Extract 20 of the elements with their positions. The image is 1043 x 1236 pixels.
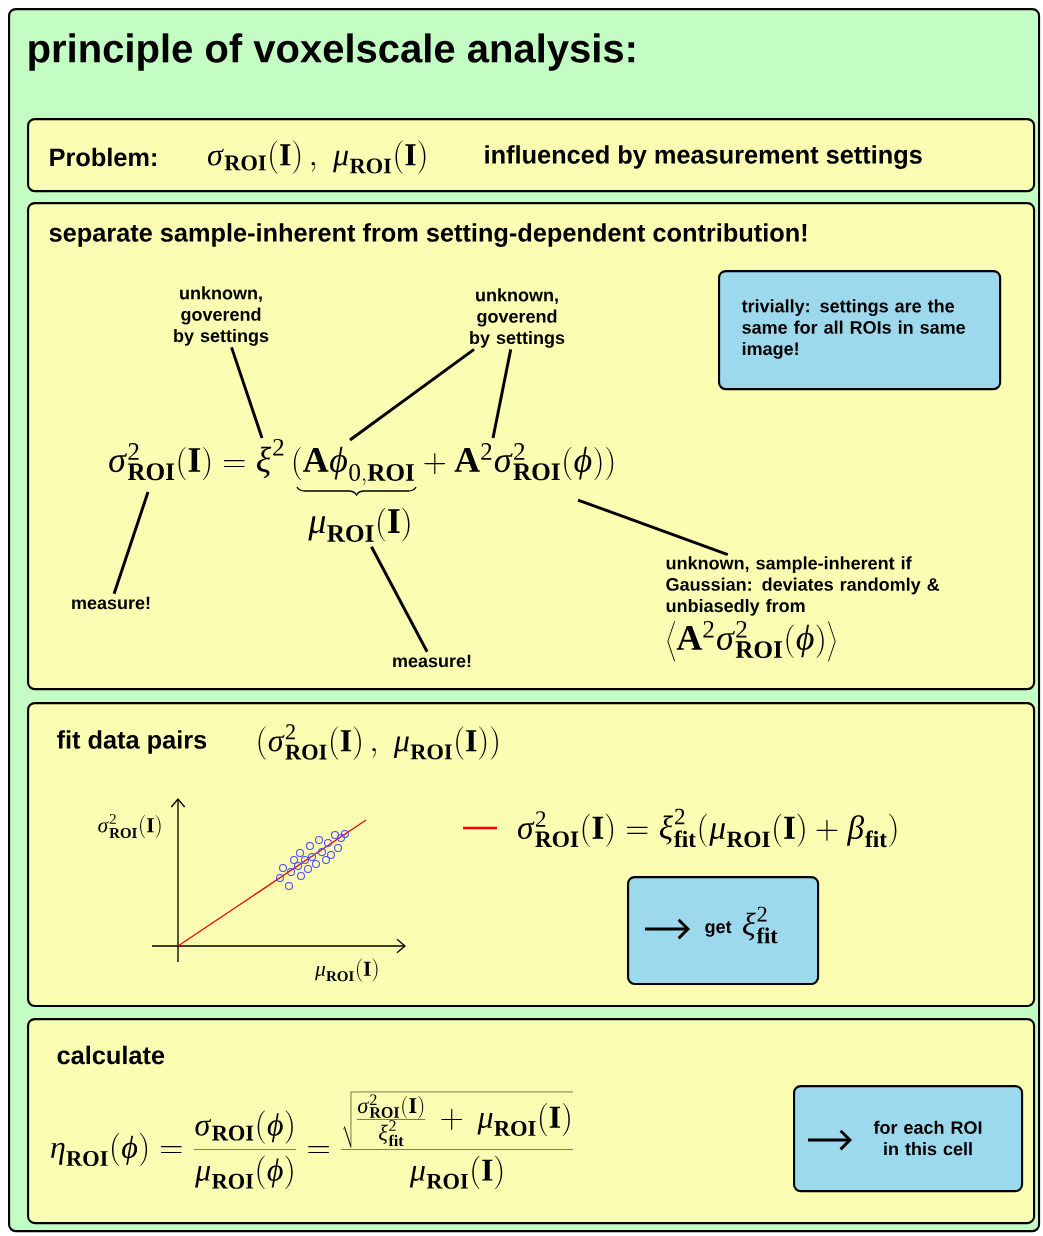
axis-label: $\sigma^2_{\mathbf{ROI}}(\mathbf{I})$ bbox=[98, 813, 161, 839]
result-box: for each ROI in this cell bbox=[793, 1085, 1024, 1193]
annotation-text: unknown, sample-inherent if Gaussian: deviates randomly & unbiasedly from $\left\langle \mathbf{A}^2\sigma^2_{\mathbf{ROI}}(\varphi)\right\rangle$ bbox=[666, 556, 940, 662]
leader-line bbox=[349, 348, 475, 442]
problem-box: Problem: $\sigma_{\mathbf{ROI}}(\mathbf{I})\,,\ \mu_{\mathbf{ROI}}(\mathbf{I})$ influenced by measurement settings bbox=[27, 118, 1036, 193]
legend-text: $\sigma^2_{\mathbf{ROI}}(\mathbf{I}) = \xi^2_{\mathbf{fit}}(\mu_{\mathbf{ROI}}(\mathbf{I}) + \beta_{\mathbf{fit}})$ bbox=[518, 808, 897, 848]
annotation-text: unknown, goverend by settings bbox=[174, 286, 269, 346]
leader-line bbox=[112, 491, 150, 595]
leader-line bbox=[491, 349, 513, 439]
result-box: get $\xi^2_{\mathbf{fit}}$ bbox=[627, 876, 820, 986]
annotation-text: measure! bbox=[72, 596, 150, 610]
equation: $\sigma^2_{\mathbf{ROI}}(\mathbf{I}) = \xi^2\,(\mathbf{A}\varphi_{\mathbf{0,ROI}} + \mathbf{A}^2\sigma^2_{\mathbf{ROI}}(\varphi))$ bbox=[109, 438, 614, 486]
leader-line bbox=[370, 546, 429, 653]
formula: $\mu_{\mathbf{ROI}}(\mathbf{I})$ bbox=[308, 508, 410, 542]
annotation-text: measure! bbox=[393, 654, 471, 668]
axis-label: $\mu_{\mathbf{ROI}}(\mathbf{I})$ bbox=[315, 958, 378, 982]
note-box: trivially: settings are the same for all ROIs in same image! bbox=[718, 270, 1002, 391]
annotation-text: unknown, goverend by settings bbox=[470, 288, 565, 348]
leader-line bbox=[230, 346, 264, 439]
leader-line bbox=[577, 498, 729, 557]
